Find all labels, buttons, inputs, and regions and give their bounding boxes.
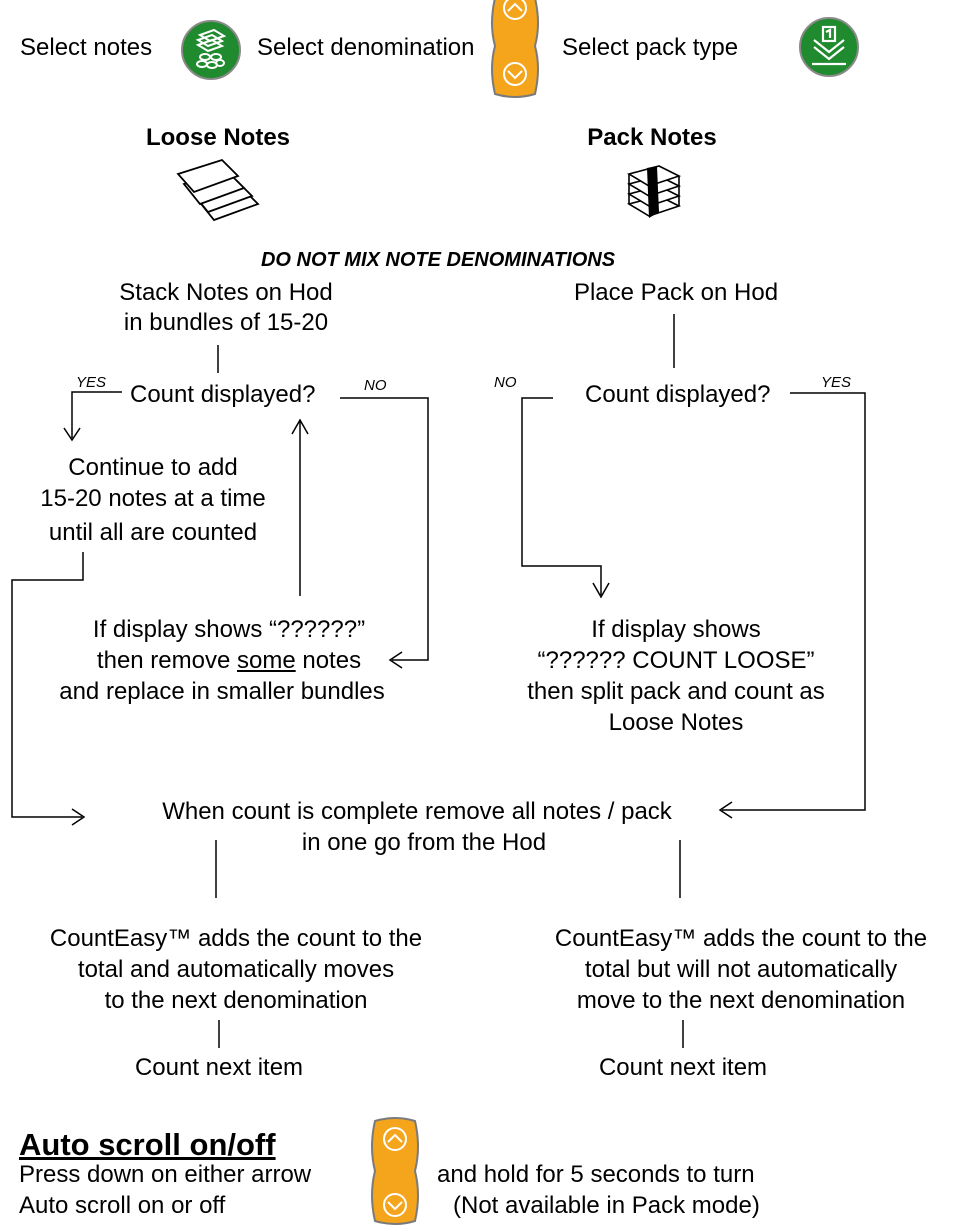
autoscroll-left-line-2: Auto scroll on or off [19,1192,226,1219]
autoscroll-arrow-button[interactable] [369,1117,421,1230]
complete-line-2: in one go from the Hod [301,829,547,856]
loose-notes-icon [176,158,260,222]
select-pack-type-label: Select pack type [562,34,739,61]
select-notes-label: Select notes [20,34,153,61]
pack-question: Count displayed? [585,381,771,408]
pack-no-label: NO [494,374,517,391]
select-notes-button[interactable] [180,19,242,86]
autoscroll-right-line-2: (Not available in Pack mode) [453,1192,760,1219]
pack-result-line-2: total but will not automatically [584,956,898,983]
pack-type-icon [799,17,859,77]
pack-error-line-1: If display shows [591,616,761,643]
loose-yes-label: YES [76,374,107,391]
pack-error-line-2: “?????? COUNT LOOSE” [537,647,815,674]
loose-stack-line-1: Stack Notes on Hod [119,279,333,306]
pack-error-line-4: Loose Notes [608,709,744,736]
pack-error-line-3: then split pack and count as [527,678,825,705]
select-denomination-label: Select denomination [257,34,475,61]
pack-result-line-1: CountEasy™ adds the count to the [554,925,928,952]
loose-result-line-3: to the next denomination [104,987,368,1014]
loose-question: Count displayed? [130,381,316,408]
autoscroll-title: Auto scroll on/off [19,1127,276,1162]
up-down-arrow-icon [371,1117,419,1225]
complete-line-1: When count is complete remove all notes … [162,798,672,825]
autoscroll-left-line-1: Press down on either arrow [19,1161,312,1188]
warning-text: DO NOT MIX NOTE DENOMINATIONS [260,249,616,271]
denomination-scroll-button[interactable] [489,0,541,103]
loose-continue-line-1: Continue to add [68,454,238,481]
autoscroll-right-line-1: and hold for 5 seconds to turn [437,1161,755,1188]
pack-result-line-3: move to the next denomination [576,987,906,1014]
loose-next: Count next item [134,1054,304,1081]
notes-icon [181,20,241,80]
loose-continue-line-2: 15-20 notes at a time [40,485,266,512]
loose-no-label: NO [364,377,387,394]
loose-result-line-2: total and automatically moves [77,956,395,983]
up-down-arrow-icon [491,0,539,98]
select-pack-type-button[interactable] [798,16,860,83]
loose-continue-line-3: until all are counted [48,519,258,546]
loose-error-line-3: and replace in smaller bundles [59,678,385,705]
pack-notes-icon [626,165,682,218]
loose-result-line-1: CountEasy™ adds the count to the [49,925,423,952]
loose-stack-line-2: in bundles of 15-20 [123,309,329,336]
loose-error-line-1: If display shows “??????” [92,616,366,643]
pack-notes-title: Pack Notes [587,124,717,151]
loose-notes-title: Loose Notes [145,124,291,151]
pack-yes-label: YES [821,374,852,391]
pack-next: Count next item [598,1054,768,1081]
loose-error-line-2: then remove some notes [96,647,362,674]
pack-place: Place Pack on Hod [573,279,779,306]
